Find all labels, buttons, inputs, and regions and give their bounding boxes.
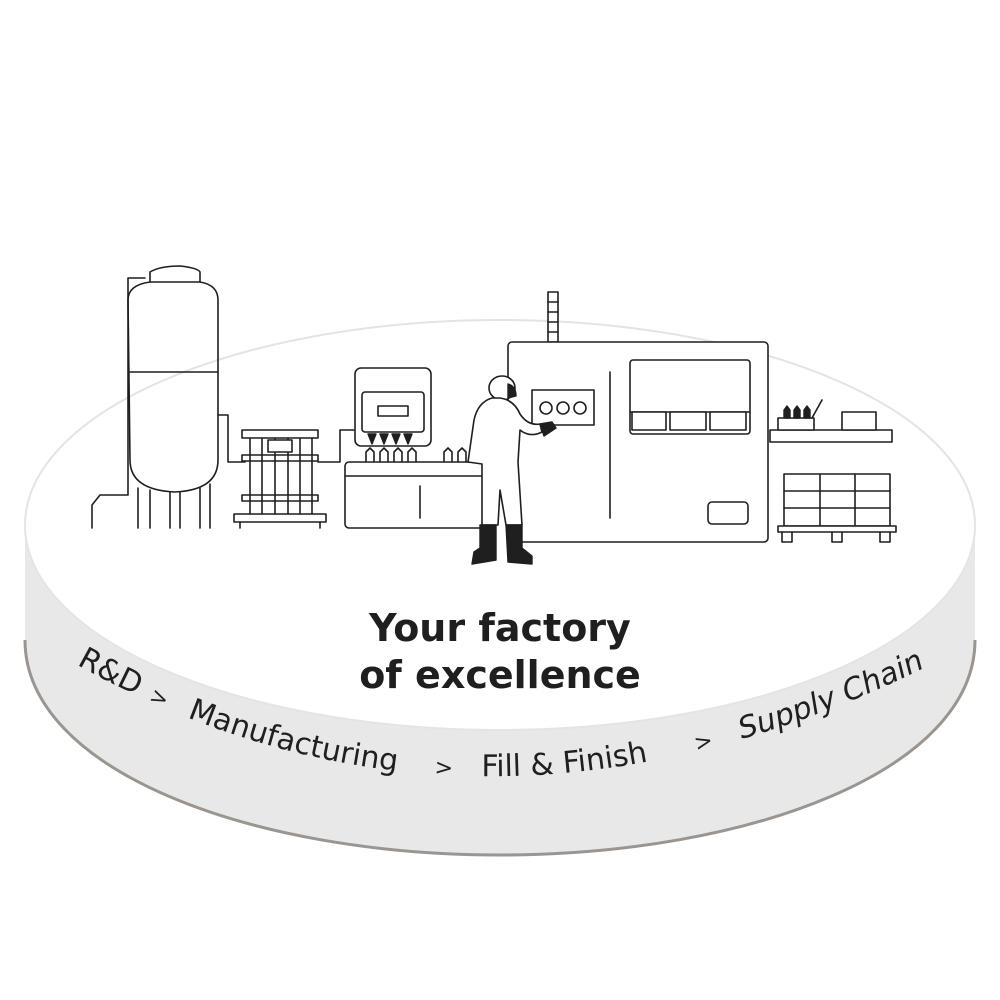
title-line-1: Your factory — [368, 606, 631, 650]
filling-machine-icon — [344, 367, 486, 529]
title-line-2: of excellence — [359, 653, 641, 697]
filter-rack-icon — [233, 429, 355, 529]
separator-2: > — [434, 755, 454, 781]
pallet-icon — [769, 399, 897, 543]
separator-3: > — [692, 728, 716, 757]
processing-machine-icon — [507, 291, 769, 543]
operator-icon — [467, 375, 557, 565]
tank-icon — [91, 265, 246, 529]
platform-bottom-edge — [23, 639, 977, 857]
